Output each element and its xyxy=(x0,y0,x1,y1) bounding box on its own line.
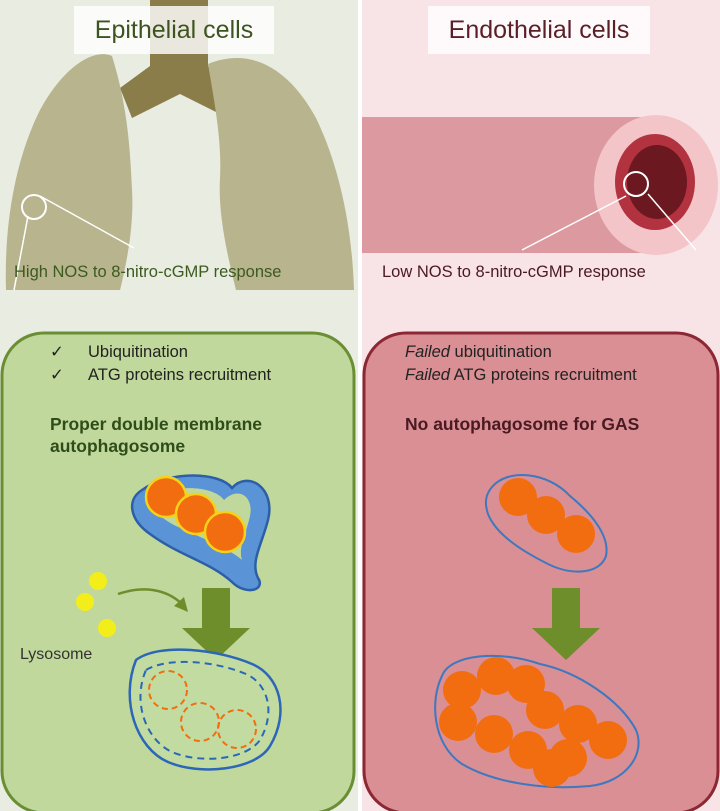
heading-line: autophagosome xyxy=(50,436,186,456)
degraded-bacterium xyxy=(148,670,188,710)
vessel-zoom-circle xyxy=(623,171,649,197)
growth-arrow xyxy=(532,588,600,660)
bacterium xyxy=(439,703,477,741)
failed-word: Failed xyxy=(405,343,450,361)
bacterium xyxy=(526,691,564,729)
left-lung xyxy=(5,54,133,291)
blood-vessel-illustration xyxy=(362,115,718,255)
panel-divider xyxy=(358,0,362,811)
lysosome xyxy=(89,572,107,590)
check-icon: ✓ xyxy=(50,343,64,361)
epithelial-title: Epithelial cells xyxy=(74,6,274,54)
endothelial-title-text: Endothelial cells xyxy=(448,15,630,44)
heading-line: Proper double membrane xyxy=(50,414,262,434)
autolysosome xyxy=(128,648,282,771)
bacterium xyxy=(527,496,565,534)
autophagosome-double-membrane xyxy=(130,474,271,592)
bacterium xyxy=(443,671,481,709)
checklist-item: ✓ Ubiquitination xyxy=(50,341,271,364)
autolysosome-inner-membrane xyxy=(139,660,270,760)
epithelial-response-label: High NOS to 8-nitro-cGMP response xyxy=(14,263,282,281)
zoom-line-lower xyxy=(13,215,29,291)
degraded-bacterium xyxy=(217,709,257,749)
check-icon: ✓ xyxy=(50,366,64,384)
bacterium xyxy=(475,715,513,753)
lung-zoom-circle xyxy=(21,194,47,220)
checklist-text: Ubiquitination xyxy=(88,343,188,361)
bacteria-in-single-membrane xyxy=(484,474,608,573)
degraded-bacterium xyxy=(180,702,220,742)
bacterium xyxy=(499,478,537,516)
vessel-zoom-line-upper xyxy=(521,195,627,251)
checklist-item: ✓ ATG proteins recruitment xyxy=(50,364,271,387)
bacterium xyxy=(559,705,597,743)
endothelial-outcome-heading: No autophagosome for GAS xyxy=(405,414,640,434)
failure-item: Failed ubiquitination xyxy=(405,341,637,364)
bacterium xyxy=(533,749,571,787)
fusion-arrow xyxy=(117,588,183,605)
zoom-line-upper xyxy=(39,195,135,249)
failed-word: Failed xyxy=(405,366,450,384)
epithelial-checklist: ✓ Ubiquitination ✓ ATG proteins recruitmen… xyxy=(50,341,271,387)
proliferating-bacteria xyxy=(434,654,640,789)
bacterium xyxy=(507,665,545,703)
lysosome-label: Lysosome xyxy=(20,646,93,663)
bacterium xyxy=(589,721,627,759)
vessel-lumen xyxy=(627,145,687,219)
lysosome xyxy=(76,593,94,611)
endothelial-failure-list: Failed ubiquitination Failed ATG protein… xyxy=(405,341,637,387)
lysosomes xyxy=(76,572,116,637)
right-lung xyxy=(208,58,354,291)
endothelial-response-label: Low NOS to 8-nitro-cGMP response xyxy=(382,263,646,281)
autolysosome-membrane xyxy=(128,648,282,771)
epithelial-title-text: Epithelial cells xyxy=(94,15,254,44)
epithelial-outcome-heading: Proper double membrane autophagosome xyxy=(50,413,262,457)
maturation-arrow xyxy=(182,588,250,660)
fusion-arrowhead xyxy=(174,597,188,612)
endothelial-title: Endothelial cells xyxy=(428,6,650,54)
checklist-text: ATG proteins recruitment xyxy=(88,366,272,384)
failure-text: ATG proteins recruitment xyxy=(449,366,637,384)
bacterium xyxy=(477,657,515,695)
bacterium xyxy=(557,515,595,553)
failure-text: ubiquitination xyxy=(449,343,552,361)
lysosome xyxy=(98,619,116,637)
vessel-zoom-line-lower xyxy=(647,193,697,251)
bacterium xyxy=(203,510,247,554)
failure-item: Failed ATG proteins recruitment xyxy=(405,364,637,387)
